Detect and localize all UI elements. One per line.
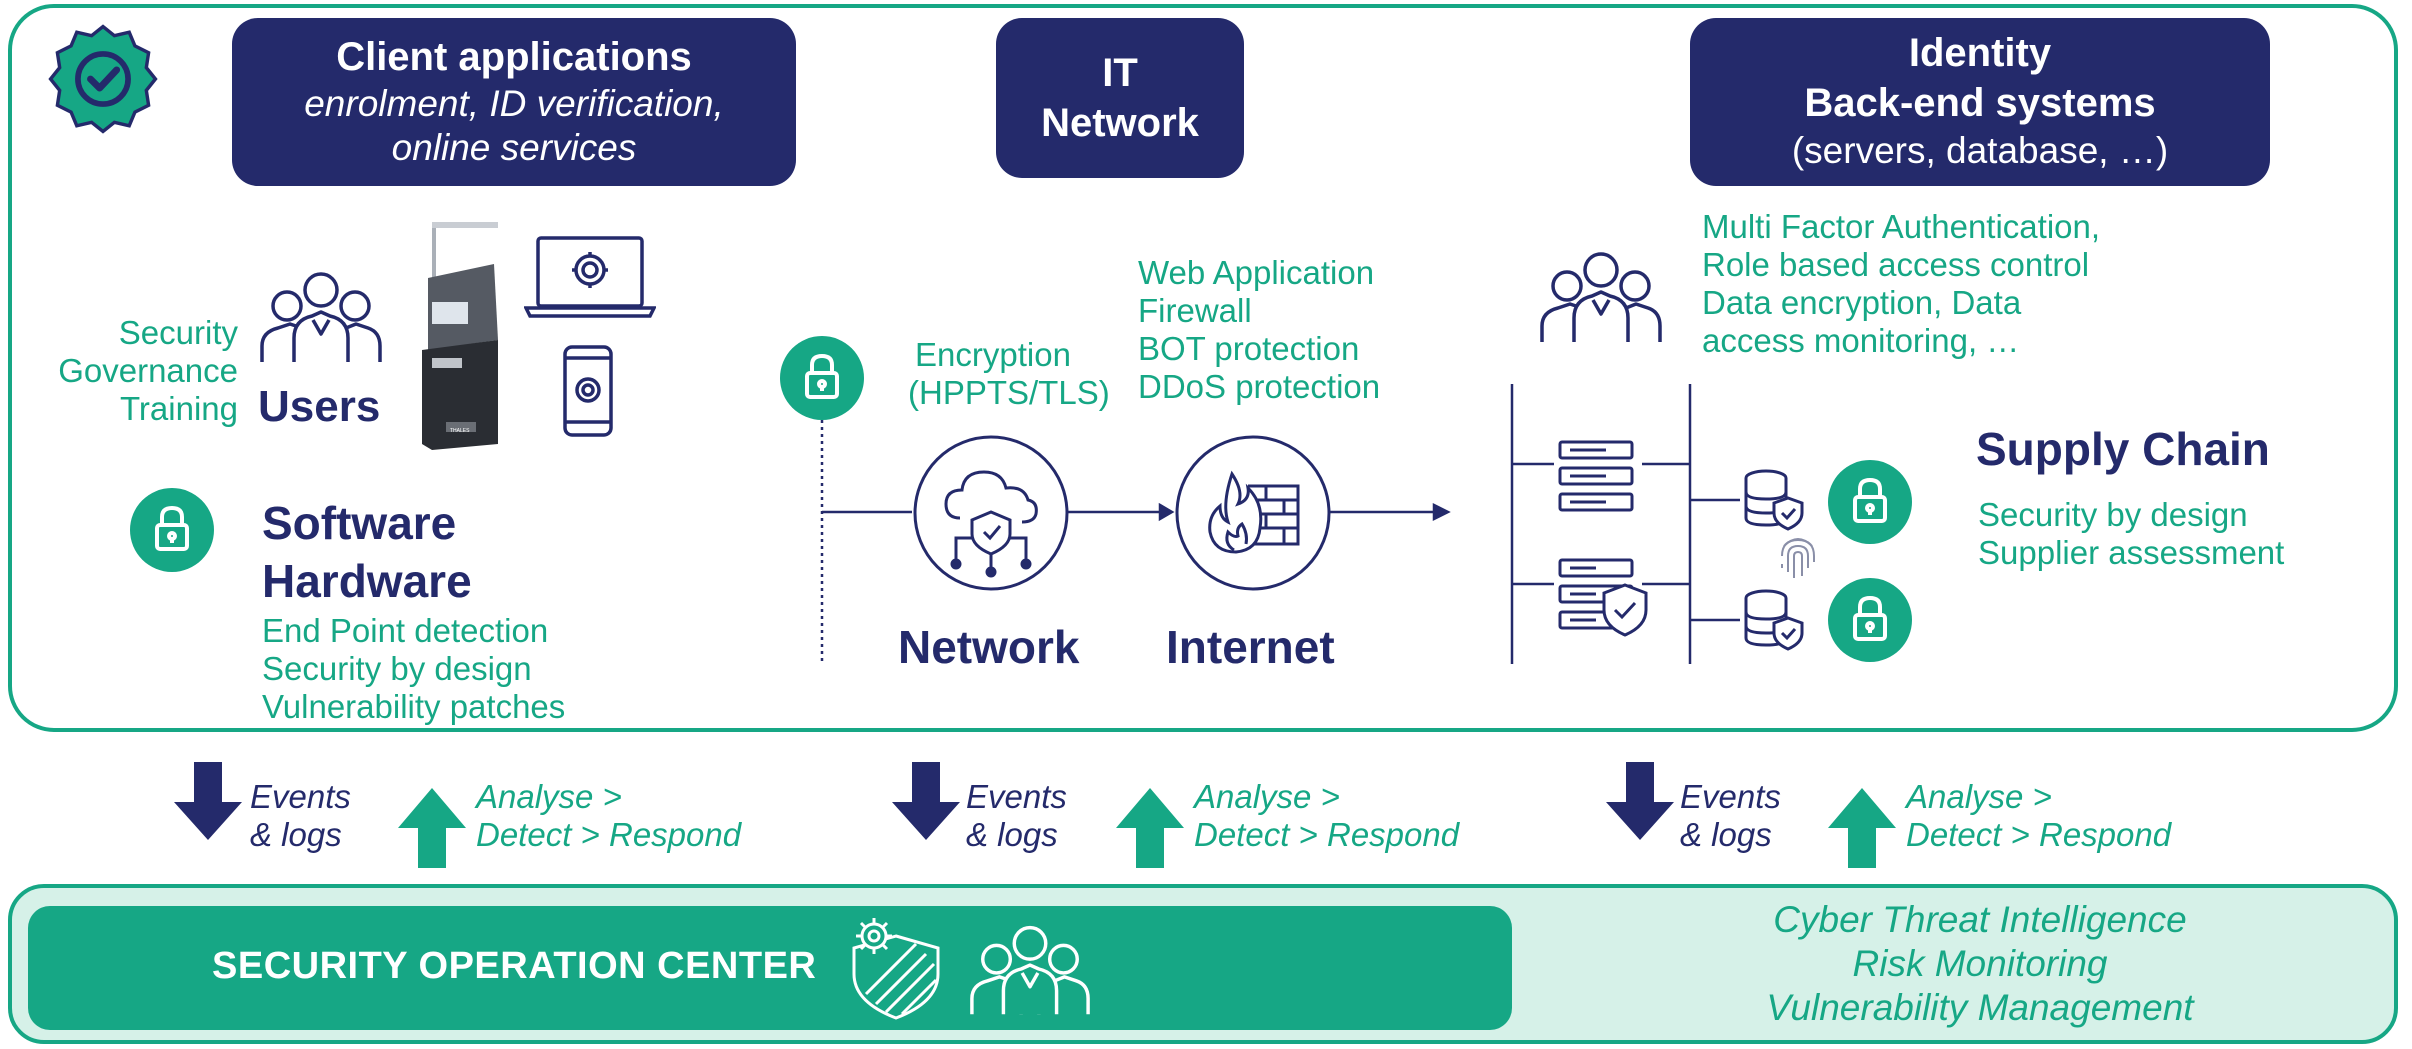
users-note: Governance: [58, 352, 238, 389]
soc-title: SECURITY OPERATION CENTER: [212, 945, 817, 987]
events-line: Events: [250, 778, 351, 815]
encryption-line: (HPPTS/TLS): [908, 374, 1110, 411]
network-label: Network: [898, 621, 1080, 673]
supply-chain-items: Security by design Supplier assessment: [1978, 496, 2284, 572]
soc-services: Cyber Threat Intelligence Risk Monitorin…: [1600, 898, 2360, 1030]
it-network-title-1: IT: [1102, 51, 1138, 95]
analyse-line: Detect > Respond: [1906, 816, 2172, 853]
events-line: Events: [966, 778, 1067, 815]
supply-chain-title: Supply Chain: [1976, 423, 2270, 475]
cloud-network-icon: [912, 434, 1070, 592]
events-label: Events & logs: [1680, 778, 1781, 854]
client-applications-subtitle-2: online services: [391, 127, 637, 168]
fingerprint-icon: [1776, 532, 1820, 582]
hardware-title: Hardware: [262, 555, 472, 607]
encryption-line: Encryption: [915, 336, 1071, 373]
waf-item: DDoS protection: [1138, 368, 1381, 405]
software-title: Software: [262, 497, 457, 549]
events-arrow-icon: [892, 762, 960, 840]
database-icon: [1742, 468, 1806, 532]
lock-icon: [130, 488, 214, 572]
software-item: End Point detection: [262, 612, 549, 649]
analyse-arrow-icon: [398, 788, 466, 868]
software-item: Vulnerability patches: [262, 688, 566, 725]
events-label: Events & logs: [250, 778, 351, 854]
database-icon: [1742, 588, 1806, 652]
software-items: End Point detection Security by design V…: [262, 612, 565, 726]
smartphone-icon: [562, 344, 614, 438]
analyse-line: Analyse >: [476, 778, 622, 815]
supply-chain-item: Supplier assessment: [1978, 534, 2285, 571]
users-group-icon: [256, 268, 386, 364]
client-applications-title: Client applications: [336, 35, 692, 79]
identity-title: Identity: [1908, 31, 2052, 75]
events-arrow-icon: [1606, 762, 1674, 840]
laptop-icon: [524, 234, 656, 318]
events-line: & logs: [250, 816, 342, 853]
firewall-icon: [1174, 434, 1332, 592]
identity-backend-header: Identity Back-end systems (servers, data…: [1690, 18, 2270, 186]
kiosk-icon: THALES: [402, 218, 502, 454]
backend-connector-lines: [1506, 384, 1756, 666]
analyse-label: Analyse > Detect > Respond: [476, 778, 741, 854]
soc-service: Risk Monitoring: [1852, 943, 2108, 984]
it-network-header: IT Network: [996, 18, 1244, 178]
events-line: Events: [1680, 778, 1781, 815]
users-group-icon: [966, 920, 1094, 1018]
analyse-label: Analyse > Detect > Respond: [1194, 778, 1459, 854]
waf-item: BOT protection: [1138, 330, 1360, 367]
soc-service: Vulnerability Management: [1766, 987, 2194, 1028]
shield-check-icon: [1600, 582, 1650, 638]
lock-icon: [1828, 460, 1912, 544]
waf-items: Web Application Firewall BOT protection …: [1138, 254, 1380, 406]
software-item: Security by design: [262, 650, 532, 687]
events-arrow-icon: [174, 762, 242, 840]
analyse-line: Detect > Respond: [476, 816, 742, 853]
lock-icon: [780, 336, 864, 420]
waf-item: Web Application: [1138, 254, 1375, 291]
analyse-arrow-icon: [1116, 788, 1184, 868]
waf-item: Firewall: [1138, 292, 1252, 329]
lock-icon: [1828, 578, 1912, 662]
analyse-line: Analyse >: [1194, 778, 1340, 815]
backend-control: Multi Factor Authentication,: [1702, 208, 2101, 245]
encryption-note: Encryption (HPPTS/TLS): [908, 336, 1110, 412]
internet-label: Internet: [1166, 621, 1335, 673]
backend-systems-subtitle: (servers, database, …): [1791, 130, 2169, 171]
analyse-line: Detect > Respond: [1194, 816, 1460, 853]
users-notes: Security Governance Training: [0, 314, 238, 428]
events-line: & logs: [966, 816, 1058, 853]
server-icon: [1556, 438, 1636, 514]
supply-chain-item: Security by design: [1978, 496, 2248, 533]
users-note: Security: [118, 314, 238, 351]
backend-control: Data encryption, Data: [1702, 284, 2022, 321]
users-group-icon: [1536, 248, 1666, 344]
verified-badge-icon: [46, 22, 160, 136]
backend-control: access monitoring, …: [1702, 322, 2020, 359]
users-label: Users: [258, 382, 381, 431]
client-applications-header: Client applications enrolment, ID verifi…: [232, 18, 796, 186]
client-applications-subtitle-1: enrolment, ID verification,: [304, 83, 724, 124]
soc-service: Cyber Threat Intelligence: [1773, 899, 2187, 940]
users-note: Training: [120, 390, 238, 427]
it-network-title-2: Network: [1041, 101, 1199, 145]
main-frame: [8, 4, 2398, 732]
analyse-line: Analyse >: [1906, 778, 2052, 815]
backend-controls: Multi Factor Authentication, Role based …: [1702, 208, 2100, 360]
backend-systems-title: Back-end systems: [1804, 81, 2156, 125]
analyse-label: Analyse > Detect > Respond: [1906, 778, 2171, 854]
events-line: & logs: [1680, 816, 1772, 853]
shield-gear-icon: [846, 914, 946, 1022]
events-label: Events & logs: [966, 778, 1067, 854]
backend-control: Role based access control: [1702, 246, 2090, 283]
analyse-arrow-icon: [1828, 788, 1896, 868]
soc-panel: [28, 906, 1512, 1030]
kiosk-brand: THALES: [450, 428, 470, 434]
network-connector-lines: [800, 420, 1460, 670]
